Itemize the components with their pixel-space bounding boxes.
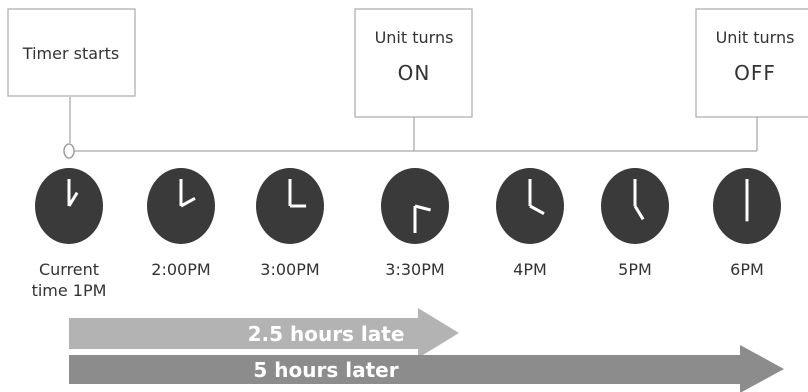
clock-label: 2:00PM <box>151 260 210 279</box>
clock-label: 3:00PM <box>260 260 319 279</box>
on-delay-label: 2.5 hours late <box>248 322 405 346</box>
timer-start-text: Timer starts <box>22 44 119 63</box>
on-delay-arrow-shape <box>69 308 459 358</box>
clock-label: 6PM <box>730 260 764 279</box>
hour-hand <box>67 191 79 207</box>
clock-1: Current time 1PM <box>32 168 107 300</box>
off-delay-arrow-shape <box>69 345 784 392</box>
unit-on-line1: Unit turns <box>375 28 454 47</box>
clock-label: time 1PM <box>32 281 107 300</box>
clock-row: Current time 1PM 2:00PM 3:00PM 3:30PM 4PM 5PM 6… <box>32 168 781 300</box>
unit-on-line2: ON <box>398 61 431 85</box>
hour-hand <box>180 196 196 208</box>
hour-hand <box>414 204 431 212</box>
hour-hand <box>529 204 545 216</box>
clock-label: 4PM <box>513 260 547 279</box>
clock-6: 5PM <box>601 168 669 279</box>
hour-hand <box>633 205 645 221</box>
unit-off-line2: OFF <box>734 61 776 85</box>
clock-label: 3:30PM <box>385 260 444 279</box>
unit-on-box: Unit turns ON <box>354 8 473 118</box>
timer-start-marker <box>63 143 75 159</box>
clock-3: 3:00PM <box>256 168 324 279</box>
clock-4: 3:30PM <box>381 168 449 279</box>
timeline <box>69 97 758 152</box>
clock-5: 4PM <box>496 168 564 279</box>
off-delay-label: 5 hours later <box>253 358 398 382</box>
clock-label: Current <box>39 260 99 279</box>
unit-off-line1: Unit turns <box>716 28 795 47</box>
off-delay-arrow: 5 hours later <box>69 345 784 392</box>
unit-off-box: Unit turns OFF <box>695 8 808 118</box>
clock-label: 5PM <box>618 260 652 279</box>
clock-7: 6PM <box>713 168 781 279</box>
on-delay-arrow: 2.5 hours late <box>69 308 459 358</box>
timer-start-box: Timer starts <box>7 8 136 97</box>
clock-2: 2:00PM <box>147 168 215 279</box>
